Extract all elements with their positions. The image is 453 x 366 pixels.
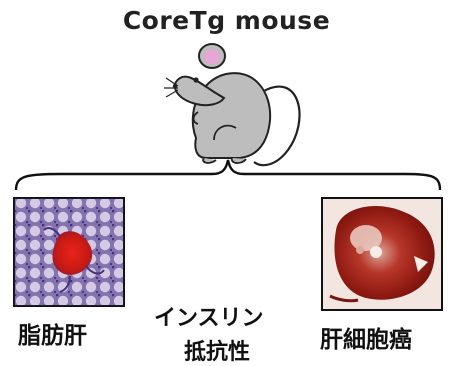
label-insulin: インスリン <box>154 300 264 332</box>
mouse-icon <box>164 44 300 165</box>
liver-histology-image <box>14 198 124 306</box>
label-hepatocellular-carcinoma: 肝細胞癌 <box>320 320 412 354</box>
liver-tumor-image <box>322 198 442 310</box>
label-fatty-liver: 脂肪肝 <box>18 316 87 350</box>
label-resistance: 抵抗性 <box>184 334 250 366</box>
brace-connector <box>16 160 440 190</box>
